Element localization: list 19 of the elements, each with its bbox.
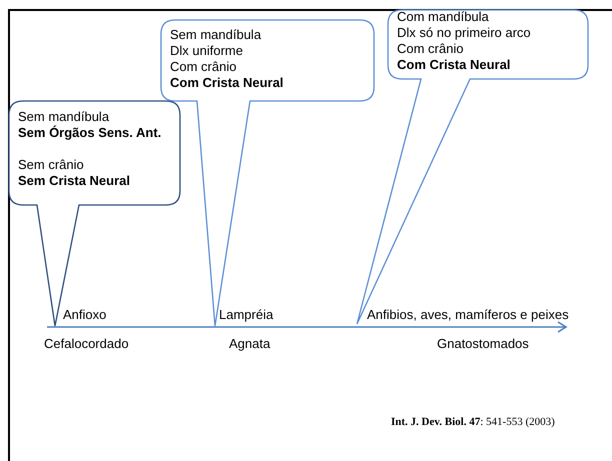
callout-text: Sem Órgãos Sens. Ant. [18, 125, 162, 141]
callout-text: Com crânio [170, 59, 238, 75]
callout-text: Sem mandíbula [170, 27, 262, 43]
callout-text: Sem crânio [18, 157, 85, 173]
group-label: Gnatostomados [437, 336, 529, 351]
group-label: Cefalocordado [44, 336, 129, 351]
callout-text: Com Crista Neural [170, 75, 284, 91]
citation: Int. J. Dev. Biol. 47: 541-553 (2003) [391, 416, 555, 428]
callout-text: Com Crista Neural [397, 57, 512, 73]
taxon-label: Anfibios, aves, mamíferos e peixes [367, 307, 569, 322]
callout-text: Sem mandíbula [18, 109, 110, 125]
callout-text: Com crânio [397, 41, 464, 57]
callout-text: Dlx só no primeiro arco [397, 25, 532, 41]
callout-text: Dlx uniforme [170, 43, 244, 59]
taxon-label: Anfioxo [63, 307, 106, 322]
group-label: Agnata [229, 336, 270, 351]
callout-text: Sem Crista Neural [18, 173, 131, 189]
callout-text: Com mandíbula [397, 9, 490, 25]
taxon-label: Lampréia [219, 307, 274, 322]
